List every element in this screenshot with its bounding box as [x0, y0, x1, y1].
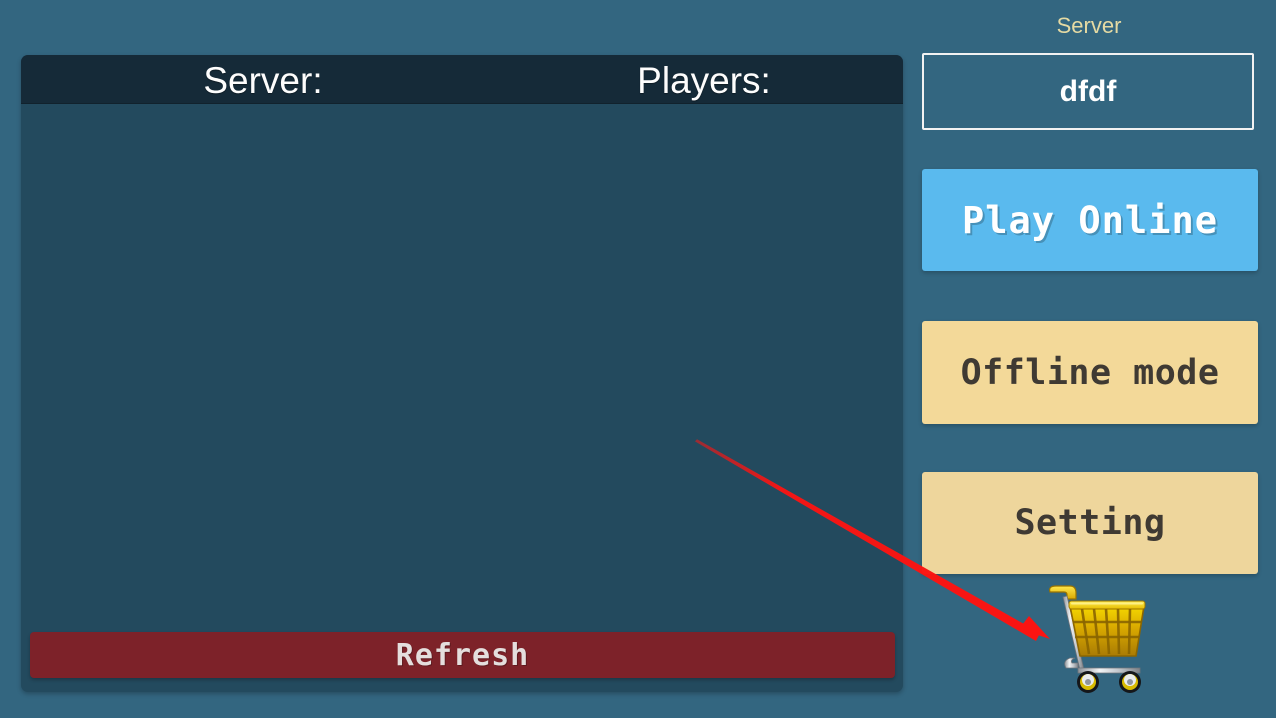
sidebar: Server Play Online Offline mode Setting	[921, 0, 1276, 718]
column-header-server: Server:	[203, 60, 323, 101]
server-input[interactable]	[922, 53, 1254, 130]
server-list-panel: Server: Players: Refresh	[21, 55, 903, 692]
offline-mode-button[interactable]: Offline mode	[922, 321, 1258, 424]
column-header-players: Players:	[637, 60, 771, 101]
shopping-cart-icon[interactable]	[1040, 580, 1166, 694]
server-field-label: Server	[1056, 13, 1122, 38]
server-list-body[interactable]	[21, 104, 903, 643]
server-list-header: Server: Players:	[21, 55, 903, 104]
refresh-button[interactable]: Refresh	[30, 632, 895, 678]
play-online-button[interactable]: Play Online	[922, 169, 1258, 271]
setting-button[interactable]: Setting	[922, 472, 1258, 574]
